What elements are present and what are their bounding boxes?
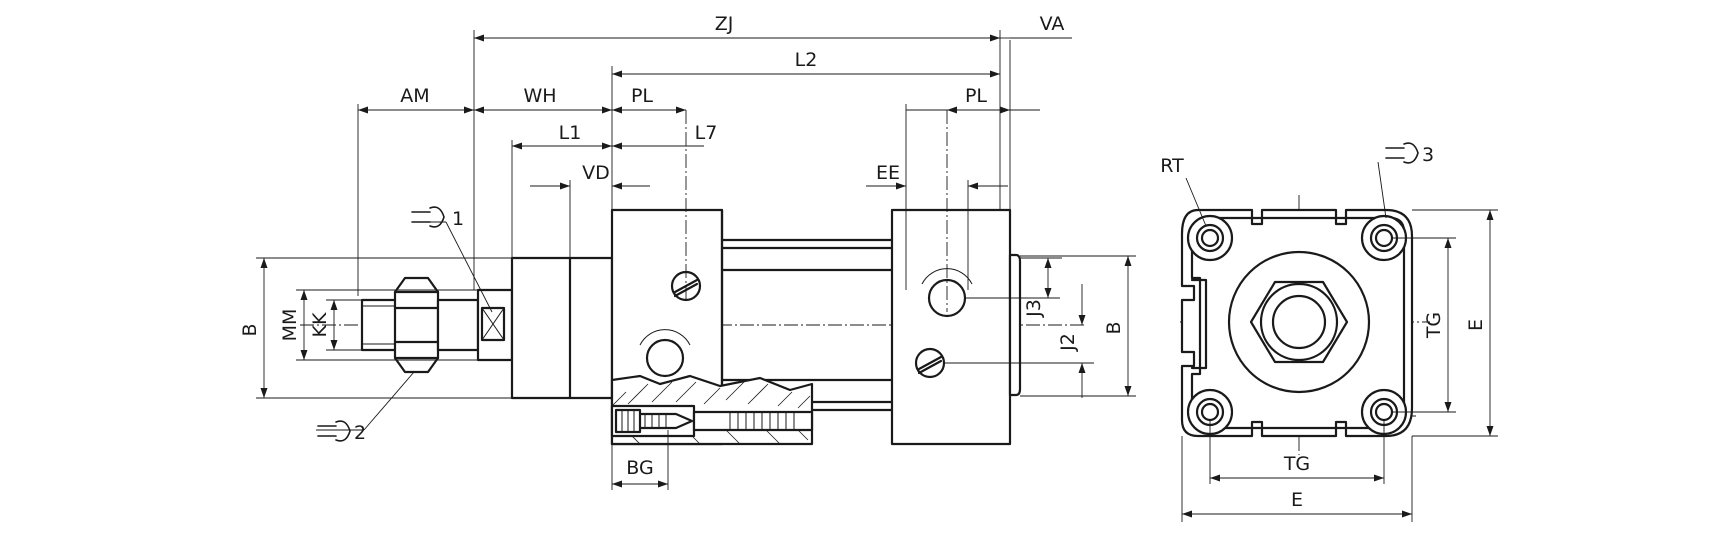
wrench-icon <box>317 420 351 442</box>
dim-label-E-vertical: E <box>1465 319 1487 331</box>
end-view <box>1180 195 1430 455</box>
wrench-size-1: 1 <box>452 208 464 230</box>
dim-label-TG-horizontal: TG <box>1283 453 1310 475</box>
side-view-dimensions: ZJ VA L2 AM WH PL PL L1 L7 VD EE <box>239 13 1136 490</box>
dim-label-E-horizontal: E <box>1291 489 1303 511</box>
wrench-icon <box>1385 142 1419 164</box>
rod-bearing-neck <box>510 256 614 400</box>
dim-label-TG-vertical: TG <box>1423 312 1445 339</box>
dim-label-B-left: B <box>239 323 261 336</box>
dim-label-VA: VA <box>1040 13 1065 35</box>
dim-label-L1: L1 <box>559 122 582 144</box>
rear-end-cap <box>890 208 1012 446</box>
dim-label-VD: VD <box>582 162 610 184</box>
piston-rod <box>436 288 514 362</box>
sectioned-cutaway <box>610 374 814 446</box>
wrench-size-callout-3: 3 <box>1377 142 1434 219</box>
dim-label-PL-rear: PL <box>965 85 987 107</box>
corner-bolt-top-left <box>1186 214 1234 262</box>
wrench-size-callout-1: 1 <box>411 206 493 313</box>
dim-label-PL-front: PL <box>631 85 653 107</box>
piston-rod-end <box>1271 294 1327 350</box>
dim-label-EE: EE <box>876 162 900 184</box>
dim-label-ZJ: ZJ <box>715 13 734 35</box>
rear-cushion-plate <box>1008 253 1022 397</box>
wrench-size-2: 2 <box>354 422 366 444</box>
end-view-dimensions: RT 3 TG E TG E <box>1160 142 1498 522</box>
dim-label-BG: BG <box>626 457 653 479</box>
dim-label-WH: WH <box>523 85 556 107</box>
wrench-size-callout-2: 2 <box>316 371 415 444</box>
wrench-icon <box>411 206 445 228</box>
dim-label-L7: L7 <box>695 122 718 144</box>
dim-label-B-right: B <box>1103 321 1125 334</box>
dim-label-KK: KK <box>309 312 331 337</box>
rod-nut <box>393 276 440 374</box>
dim-label-J3: J3 <box>1023 299 1045 318</box>
dim-label-AM: AM <box>400 85 429 107</box>
wrench-size-3: 3 <box>1422 144 1434 166</box>
dim-label-MM: MM <box>279 309 301 342</box>
dim-label-L2: L2 <box>795 49 818 71</box>
side-view <box>300 110 1085 446</box>
dim-label-J2: J2 <box>1057 333 1079 352</box>
dim-label-RT: RT <box>1160 155 1184 177</box>
